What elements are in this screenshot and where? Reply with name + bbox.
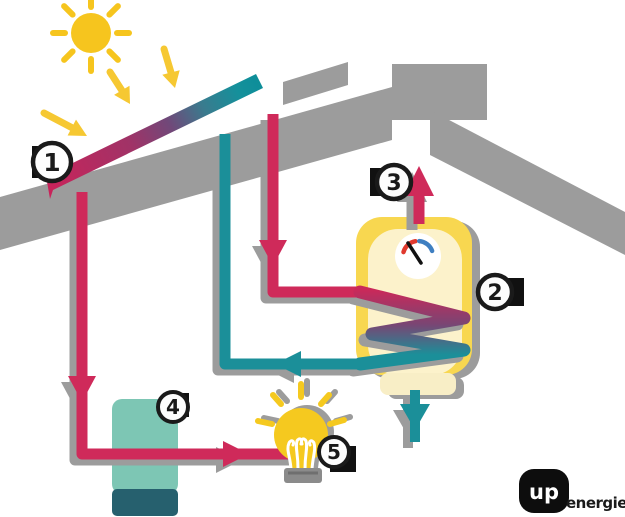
- sun-ray-arrow-icon: [40, 109, 87, 136]
- tank-pedestal: [380, 373, 456, 395]
- roof: [0, 62, 625, 255]
- pump-base: [112, 489, 178, 516]
- cold-return-pipe: [219, 134, 360, 370]
- roof-ridge-cap: [283, 62, 348, 105]
- badge-4: 4: [156, 390, 190, 424]
- sun-rays: [50, 0, 132, 74]
- badge-1: 1: [30, 140, 74, 184]
- brand-logo: up energie: [519, 469, 625, 513]
- flow-arrow-icon: [223, 441, 249, 467]
- heat-exchanger-coil: [353, 285, 471, 371]
- roof-right-slope: [430, 110, 625, 255]
- sun-ray-arrow-icon: [160, 45, 180, 88]
- badge-4-circle: [156, 390, 190, 424]
- chimney: [392, 64, 487, 120]
- badge-5-circle: [317, 435, 351, 469]
- badge-3-circle: [374, 162, 414, 202]
- logo-word-text: energie: [566, 494, 625, 512]
- badge-2-number: 2: [487, 281, 502, 306]
- logo-mark-text: up: [529, 480, 559, 504]
- badge-3-number: 3: [386, 171, 401, 196]
- badge-3: 3: [370, 162, 414, 202]
- step-badges: 1 2 3 4 5: [30, 140, 524, 472]
- sunlight-arrows: [40, 45, 180, 136]
- sun-body: [71, 13, 111, 53]
- badge-1-circle: [30, 140, 74, 184]
- badge-2-circle: [475, 272, 515, 312]
- pipes: [68, 114, 471, 467]
- badge-2: 2: [475, 272, 524, 312]
- badge-4-number: 4: [166, 395, 180, 419]
- badge-1-number: 1: [43, 148, 60, 177]
- bulb-rays: [255, 381, 347, 427]
- solar-panel: [46, 74, 263, 199]
- pump-unit: [112, 399, 178, 516]
- sun-ray-arrow-icon: [106, 68, 130, 104]
- flow-arrow-icon: [259, 240, 287, 266]
- roof-left-slope: [0, 87, 392, 250]
- badge-5: 5: [317, 435, 356, 472]
- bulb-neck: [288, 456, 314, 471]
- flow-arrow-icon: [68, 376, 96, 402]
- pump-body: [112, 399, 178, 494]
- lightbulb-icon: [255, 381, 347, 483]
- bulb-filament: [286, 437, 317, 471]
- logo-mark-bg: [519, 469, 569, 513]
- bulb-base: [284, 468, 322, 483]
- temperature-gauge-icon: [395, 233, 441, 279]
- flow-arrow-icon: [275, 351, 301, 377]
- cold-water-inlet-arrow: [400, 404, 430, 430]
- hot-pipe-supply: [267, 114, 360, 298]
- sun-icon: [50, 0, 132, 74]
- badge-5-number: 5: [327, 440, 341, 464]
